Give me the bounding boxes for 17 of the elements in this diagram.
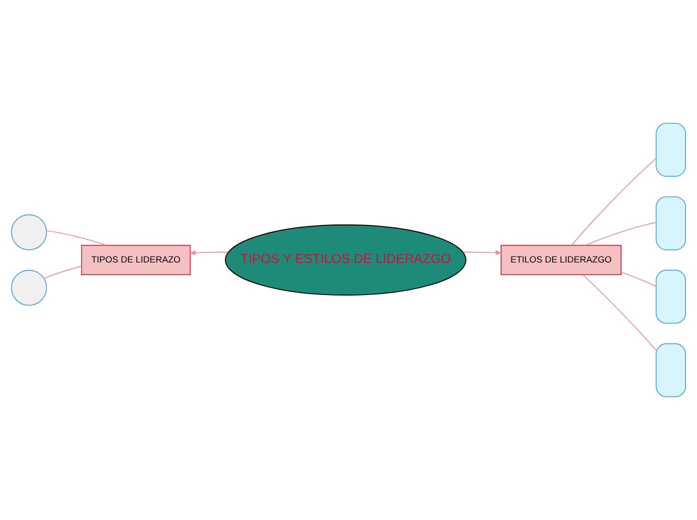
connector: [46, 230, 107, 246]
node-box: [656, 343, 686, 398]
node-box: TIPOS DE LIDERAZO: [81, 244, 191, 276]
node-box: [656, 196, 686, 250]
node-box: [656, 270, 686, 324]
node-circle: [11, 270, 47, 306]
node-box: [656, 122, 686, 177]
arrow: [462, 250, 502, 255]
arrow: [189, 250, 229, 256]
connector: [582, 274, 657, 351]
node-ellipse: TIPOS Y ESTILOS DE LIDERAZGO: [224, 224, 466, 296]
connector: [585, 222, 656, 246]
node-circle: [11, 214, 47, 250]
connector: [571, 158, 656, 246]
node-box: ETILOS DE LIDERAZGO: [500, 244, 622, 276]
connector: [44, 266, 82, 279]
connector: [620, 272, 657, 287]
